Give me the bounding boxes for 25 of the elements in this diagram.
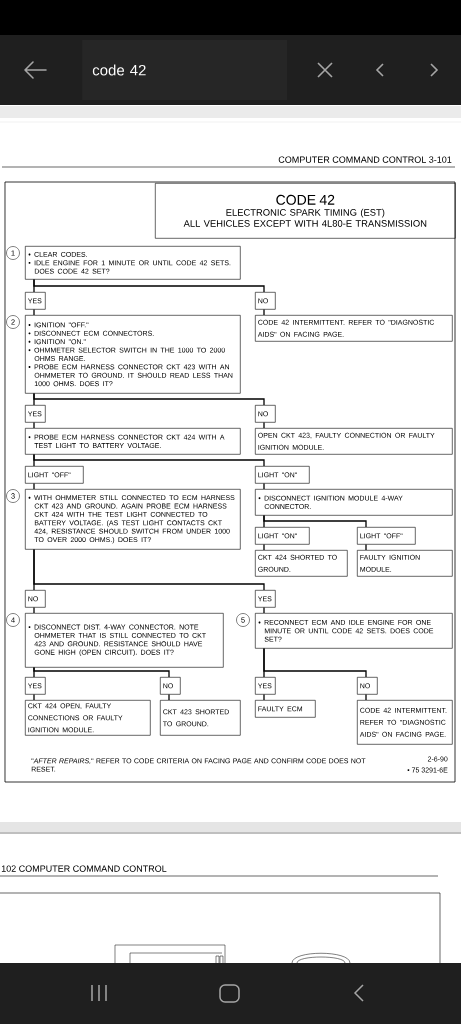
- connector-line: [33, 482, 35, 490]
- connector-line: [263, 647, 367, 678]
- connector-line: [263, 421, 265, 429]
- connector-line: [33, 421, 35, 429]
- connector-line: [33, 392, 265, 406]
- connector-line: [365, 693, 367, 701]
- connector-line: [263, 693, 265, 701]
- connector-line: [365, 543, 367, 551]
- connector-line: [33, 606, 35, 614]
- search-field: code 42: [82, 40, 288, 100]
- title-box: CODE 42 ELECTRONIC SPARK TIMING (EST) ALL VEHICLES EXCEPT WITH 4L80-E TRANSMISSION: [155, 183, 456, 239]
- connector-line: [33, 278, 265, 293]
- connector-line: [168, 693, 170, 701]
- connector-line: [33, 693, 35, 701]
- connector-line: [33, 308, 35, 316]
- connector-line: [263, 543, 265, 551]
- connector-line: [33, 666, 170, 678]
- connector-line: [263, 606, 265, 614]
- connector-line: [263, 514, 367, 528]
- connector-line: [33, 548, 265, 591]
- label: COMPUTER COMMAND CONTROL 3-101: [278, 156, 452, 163]
- connector-line: [33, 453, 265, 467]
- connector-line: [263, 482, 265, 490]
- label: 102 COMPUTER COMMAND CONTROL: [1, 865, 167, 872]
- connector-line: [263, 308, 265, 316]
